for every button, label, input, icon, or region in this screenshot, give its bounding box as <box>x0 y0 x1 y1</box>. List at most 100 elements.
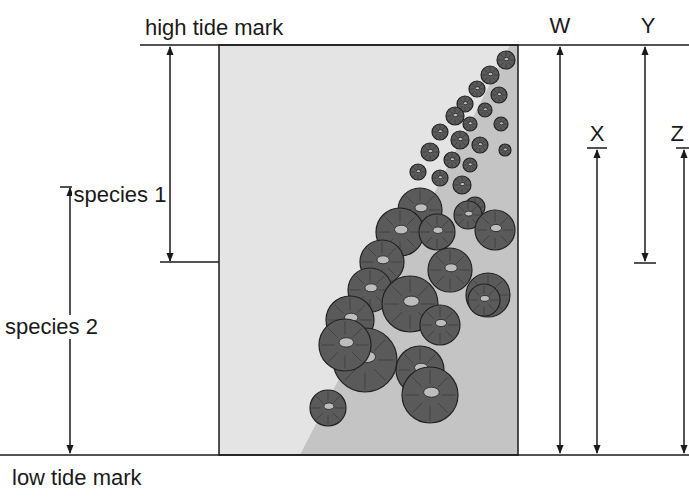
barnacle-ridge <box>356 276 364 284</box>
barnacle-ridge <box>436 256 444 264</box>
barnacle-ridge <box>455 108 456 113</box>
barnacle-ridge <box>328 415 329 424</box>
barnacle-ridge <box>463 143 466 146</box>
barnacle-ridge <box>501 146 503 148</box>
barnacle-ridge <box>400 210 401 222</box>
dimension-label: Z <box>669 122 686 146</box>
barnacle-ridge <box>446 331 453 338</box>
barnacle-ridge <box>456 276 464 284</box>
dimension-label: Y <box>639 14 658 38</box>
barnacle-ridge <box>427 312 434 319</box>
barnacle-ridge <box>467 106 470 109</box>
barnacle-ridge <box>447 162 450 165</box>
barnacle-ridge <box>405 355 413 363</box>
barnacle-ridge <box>433 178 437 179</box>
barnacle-shell <box>468 284 500 316</box>
barnacle-ridge <box>447 116 452 117</box>
barnacle-ridge <box>454 162 457 165</box>
barnacle-opening <box>324 403 334 409</box>
barnacle-ridge <box>509 63 512 66</box>
barnacle-opening <box>433 227 443 233</box>
barnacle-ridge <box>465 179 468 182</box>
barnacle-ridge <box>494 75 499 76</box>
barnacle-ridge <box>489 305 495 311</box>
barnacle-ridge <box>504 124 508 125</box>
barnacle-shell <box>420 305 460 345</box>
barnacle-shell <box>491 87 507 103</box>
barnacle-opening <box>424 387 440 397</box>
barnacle-ridge <box>421 172 425 173</box>
barnacle-ridge <box>462 177 463 182</box>
barnacle-ridge <box>477 230 487 231</box>
barnacle-ridge <box>497 120 499 122</box>
barnacle-ridge <box>501 217 508 224</box>
barnacle-opening <box>504 57 509 60</box>
barnacle-ridge <box>466 126 468 128</box>
barnacle-ridge <box>482 75 487 76</box>
barnacle-ridge <box>452 153 453 157</box>
barnacle-ridge <box>442 127 445 130</box>
barnacle-ridge <box>378 232 390 233</box>
barnacle-ridge <box>477 92 478 96</box>
barnacle-ridge <box>499 88 500 92</box>
barnacle-ridge <box>495 212 496 222</box>
barnacle-ridge <box>470 89 474 90</box>
barnacle-ridge <box>455 120 456 125</box>
barnacle-ridge <box>485 104 486 108</box>
barnacle-ridge <box>484 69 487 72</box>
barnacle-ridge <box>350 290 361 291</box>
barnacle-ridge <box>466 167 468 169</box>
barnacle-ridge <box>500 150 503 151</box>
barnacle-ridge <box>470 168 471 172</box>
barnacle-ridge <box>436 276 444 284</box>
barnacle-ridge <box>333 397 339 403</box>
barnacle-ridge <box>466 161 468 163</box>
barnacle-shell <box>432 124 448 140</box>
barnacle-ridge <box>472 120 474 122</box>
barnacle-ridge <box>430 370 431 384</box>
barnacle-ridge <box>378 360 394 361</box>
barnacle-ridge <box>435 134 438 137</box>
barnacle-shell <box>402 367 458 423</box>
barnacle-ridge <box>446 312 453 319</box>
barnacle-ridge <box>501 118 502 122</box>
barnacle-ridge <box>435 180 438 183</box>
barnacle-ridge <box>335 305 343 313</box>
barnacle-ridge <box>422 152 427 153</box>
barnacle-ridge <box>418 175 419 179</box>
barnacle-ridge <box>385 304 399 305</box>
barnacle-ridge <box>480 138 481 142</box>
barnacle-ridge <box>427 355 435 363</box>
barnacle-shell <box>310 390 346 426</box>
barnacle-ridge <box>464 140 469 141</box>
barnacle-ridge <box>355 345 368 346</box>
barnacle-ridge <box>328 328 337 337</box>
barnacle-ridge <box>501 97 504 100</box>
barnacle-ridge <box>444 232 453 233</box>
barnacle-shell <box>478 103 492 117</box>
barnacle-ridge <box>505 145 506 148</box>
barnacle-ridge <box>509 54 512 57</box>
barnacle-ridge <box>507 146 509 148</box>
barnacle-ridge <box>418 286 428 296</box>
barnacle-ridge <box>456 188 459 191</box>
barnacle-ridge <box>503 120 505 122</box>
barnacle-opening <box>365 284 377 292</box>
barnacle-opening <box>478 143 482 146</box>
barnacle-ridge <box>470 127 471 131</box>
barnacle-ridge <box>479 110 483 111</box>
barnacle-ridge <box>452 140 457 141</box>
barnacle-ridge <box>420 167 423 170</box>
rock-face <box>219 45 518 455</box>
barnacle-ridge <box>410 279 411 293</box>
barnacle-ridge <box>357 305 365 313</box>
barnacle-ridge <box>438 377 448 387</box>
barnacle-ridge <box>413 174 416 177</box>
barnacle-ridge <box>483 145 487 146</box>
barnacle-opening <box>377 256 389 264</box>
barnacle-shell <box>469 81 485 97</box>
barnacle-ridge <box>426 237 432 243</box>
barnacle-ridge <box>468 104 472 105</box>
barnacle-opening <box>503 148 507 151</box>
